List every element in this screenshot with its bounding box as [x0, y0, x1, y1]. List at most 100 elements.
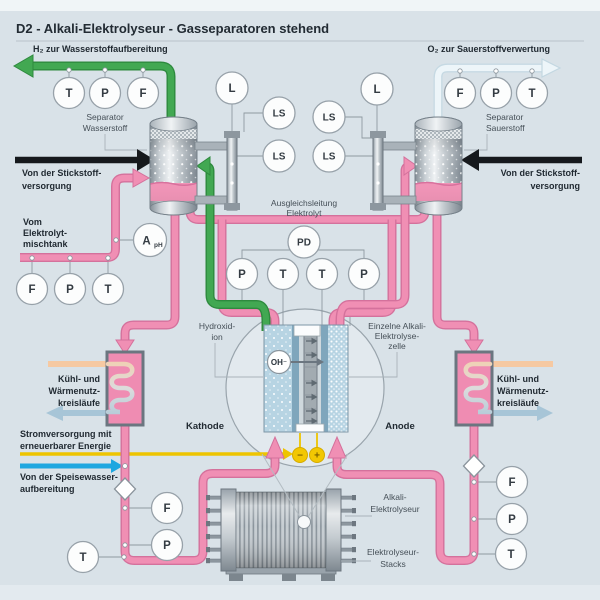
instr-loop-right-pressure — [495, 502, 529, 536]
instr-label: A — [142, 236, 150, 248]
label-n2-right-1: Von der Stickstoff- — [501, 168, 580, 178]
separator-oxygen — [414, 116, 463, 216]
instr-label: P — [238, 269, 246, 281]
instr-label: L — [373, 84, 380, 96]
electrolyzer-stack — [206, 488, 356, 581]
membrane-transport-arrows — [306, 337, 318, 425]
label-cool-left-3: kreisläufe — [58, 398, 100, 408]
label-hydroxide-2: ion — [211, 332, 223, 342]
label-h2-out: H₂ zur Wasserstoffaufbereitung — [33, 44, 168, 54]
instr-mix-temperature — [91, 272, 125, 306]
power-terminals: − + — [292, 433, 325, 463]
instr-label: F — [139, 88, 146, 100]
nitrogen-supply-left-arrow — [15, 149, 155, 171]
label-cell-2: Elektrolyse- — [375, 331, 420, 341]
electrolysis-cell: OH⁻ — [263, 324, 349, 433]
instr-sep-o2-level — [360, 72, 394, 106]
label-separator-h2-1: Separator — [86, 112, 123, 122]
instr-label: P — [360, 269, 368, 281]
instr-o2out-pressure — [479, 76, 513, 110]
instr-label: P — [508, 514, 516, 526]
coil-icon — [105, 361, 135, 415]
instr-loop-left-temperature — [66, 540, 100, 574]
label-cool-left-2: Wärmenutz- — [49, 386, 101, 396]
page-title: D2 - Alkali-Elektrolyseur - Gasseparator… — [16, 21, 329, 36]
label-cathode: Kathode — [186, 421, 224, 432]
instr-label: P — [66, 284, 74, 296]
cell-piping — [196, 156, 418, 331]
valve-right-icon — [462, 454, 486, 478]
electrolyte-piping — [20, 168, 484, 565]
instruments: T P F L LS LS L LS LS F P T A pH F P T P… — [15, 71, 549, 574]
cooling-out-left-arrow — [46, 405, 110, 421]
top-margin-band — [0, 0, 600, 11]
instr-label: L — [228, 83, 235, 95]
label-anode: Anode — [385, 421, 415, 432]
instr-cell-temperature-right — [305, 257, 339, 291]
instr-h2out-pressure — [88, 76, 122, 110]
label-cell-1: Einzelne Alkali- — [368, 321, 426, 331]
label-power-1: Stromversorgung mit — [20, 429, 112, 439]
junction-dots — [29, 67, 535, 560]
o2-outlet-pipe — [433, 58, 562, 122]
label-cool-right-3: kreisläufe — [497, 398, 539, 408]
label-equalization-1: Ausgleichsleitung — [271, 198, 337, 208]
label-separator-h2-2: Wasserstoff — [83, 123, 128, 133]
label-mix-2: Elektrolyt- — [23, 228, 67, 238]
minus-terminal-label: − — [297, 451, 303, 462]
instr-label: LS — [273, 152, 286, 163]
instr-label: T — [279, 269, 286, 281]
label-n2-left-1: Von der Stickstoff- — [22, 168, 101, 178]
magnifier-callout-left — [261, 453, 301, 518]
label-n2-left-2: versorgung — [22, 181, 72, 191]
instr-sep-h2-level-switch-1 — [262, 96, 296, 130]
instr-mix-pressure — [53, 272, 87, 306]
label-separator-o2-1: Separator — [486, 112, 523, 122]
instr-label: T — [79, 552, 86, 564]
instr-label: P — [163, 540, 171, 552]
label-cool-right-2: Wärmenutz- — [497, 386, 549, 396]
label-electrolyzer-2: Elektrolyseur — [370, 504, 419, 514]
instr-o2out-flow — [443, 76, 477, 110]
label-leader-lines — [104, 134, 488, 378]
label-feedwater-2: aufbereitung — [20, 484, 75, 494]
instr-label: F — [508, 477, 515, 489]
instr-sep-h2-level-switch-2 — [262, 139, 296, 173]
instr-cell-temperature-left — [266, 257, 300, 291]
instr-label: P — [101, 88, 109, 100]
instr-label: T — [104, 284, 111, 296]
labels: H₂ zur Wasserstoffaufbereitung O₂ zur Sa… — [20, 44, 580, 569]
instr-loop-left-flow — [150, 491, 184, 525]
label-mix-3: mischtank — [23, 239, 69, 249]
plus-terminal-label: + — [314, 451, 320, 462]
label-o2-out: O₂ zur Sauerstoffverwertung — [427, 44, 550, 54]
instr-label: LS — [323, 152, 336, 163]
label-hydroxide-1: Hydroxid- — [199, 321, 236, 331]
instr-h2out-flow — [126, 76, 160, 110]
instr-h2out-temperature — [52, 76, 86, 110]
label-feedwater-1: Von der Speisewasser- — [20, 472, 118, 482]
label-cell-3: zelle — [388, 341, 406, 351]
magnified-cell-marker — [297, 515, 311, 529]
feedwater-line — [20, 459, 123, 473]
instr-label: T — [507, 549, 514, 561]
label-cool-right-1: Kühl- und — [497, 374, 539, 384]
label-power-2: erneuerbarer Energie — [20, 441, 111, 451]
minus-terminal — [292, 447, 308, 463]
instr-loop-right-temperature — [494, 537, 528, 571]
label-cool-left-1: Kühl- und — [58, 374, 100, 384]
separator-hydrogen — [149, 116, 198, 216]
instr-label: LS — [323, 113, 336, 124]
valve-left-icon — [113, 477, 137, 501]
instr-o2out-temperature — [515, 76, 549, 110]
instr-cell-diff-pressure — [287, 225, 321, 259]
label-n2-right-2: versorgung — [530, 181, 580, 191]
instr-loop-right-flow — [495, 465, 529, 499]
instr-label: PD — [297, 238, 311, 249]
instr-cell-pressure-left — [225, 257, 259, 291]
instr-ph-analyzer — [132, 222, 168, 258]
instr-cell-pressure-right — [347, 257, 381, 291]
magnifier-callout-right — [307, 453, 349, 518]
